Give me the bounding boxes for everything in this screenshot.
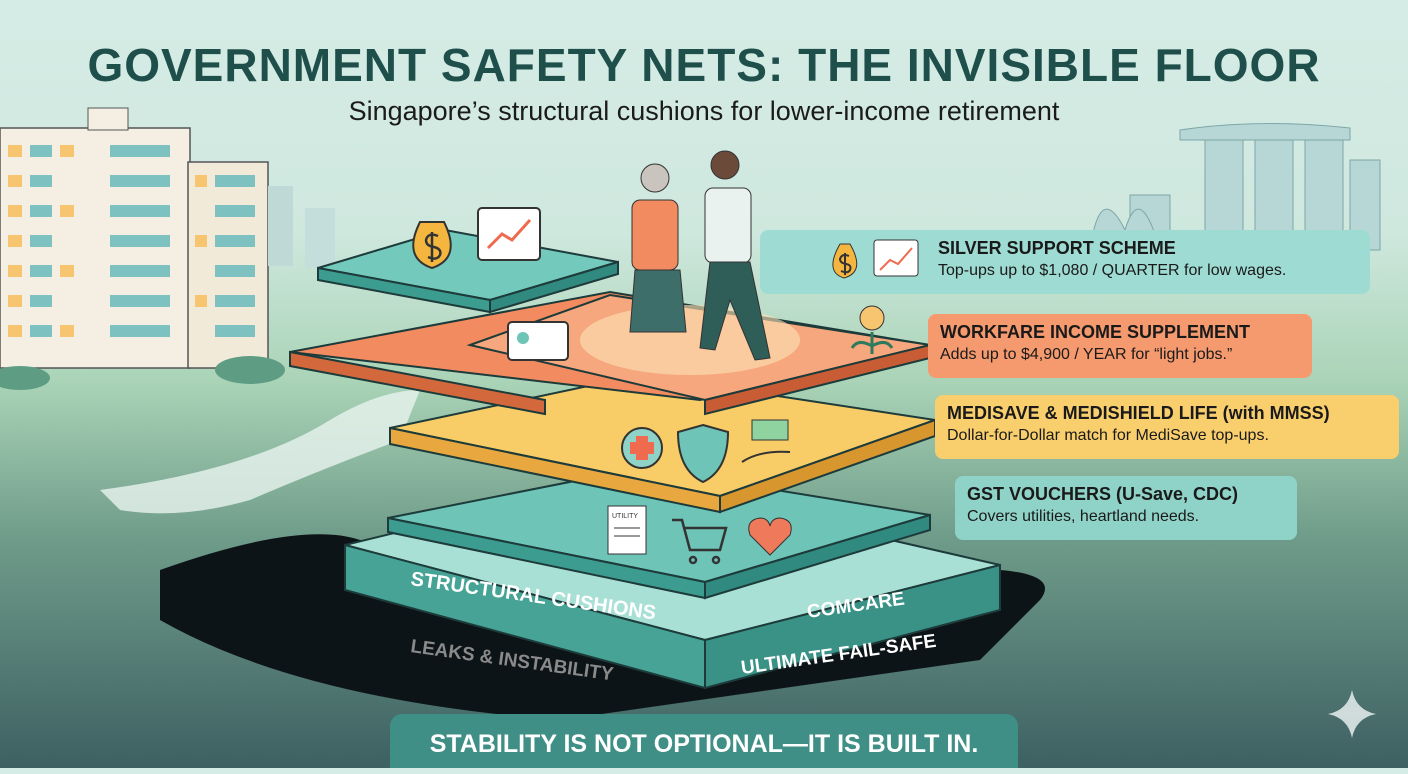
card-desc: Covers utilities, heartland needs. [967,508,1200,525]
money-plant-icon [850,305,894,354]
growth-chart-icon [477,207,541,261]
hdb-buildings [0,107,335,390]
page-subtitle: Singapore’s structural cushions for lowe… [348,96,1060,126]
shopping-cart-icon [672,518,728,565]
elderly-couple [629,150,771,361]
shield-check-icon [676,423,730,484]
heart-icon [748,517,792,556]
sparkle-icon [1328,690,1376,738]
id-card-icon [507,321,569,361]
card-title: GST VOUCHERS (U-Save, CDC) [967,484,1239,504]
page-title: GOVERNMENT SAFETY NETS: THE INVISIBLE FL… [87,39,1321,91]
money-hand-icon [741,419,791,463]
svg-text:UTILITY: UTILITY [612,513,638,520]
silver-support-icons [822,236,922,291]
money-bag-icon [412,221,452,270]
card-title: MEDISAVE & MEDISHIELD LIFE (with MMSS) [947,403,1330,423]
card-desc: Dollar-for-Dollar match for MediSave top… [947,427,1269,444]
card-workfare: WORKFARE INCOME SUPPLEMENT Adds up to $4… [928,314,1312,378]
card-desc: Top-ups up to $1,080 / QUARTER for low w… [938,262,1287,279]
card-desc: Adds up to $4,900 / YEAR for “light jobs… [940,346,1233,363]
card-title: SILVER SUPPORT SCHEME [938,238,1176,258]
layer-gst-vouchers: UTILITY [387,466,931,600]
medical-cross-icon [621,427,663,469]
water-stream [100,390,420,514]
card-gst-vouchers: GST VOUCHERS (U-Save, CDC) Covers utilit… [955,476,1297,540]
utility-bill-icon: UTILITY [607,505,647,555]
layer-silver-support [317,207,619,314]
footer-banner: STABILITY IS NOT OPTIONAL—IT IS BUILT IN… [390,714,1018,768]
card-title: WORKFARE INCOME SUPPLEMENT [940,322,1251,342]
card-medisave: MEDISAVE & MEDISHIELD LIFE (with MMSS) D… [935,395,1399,459]
card-silver-support: SILVER SUPPORT SCHEME Top-ups up to $1,0… [760,230,1370,294]
